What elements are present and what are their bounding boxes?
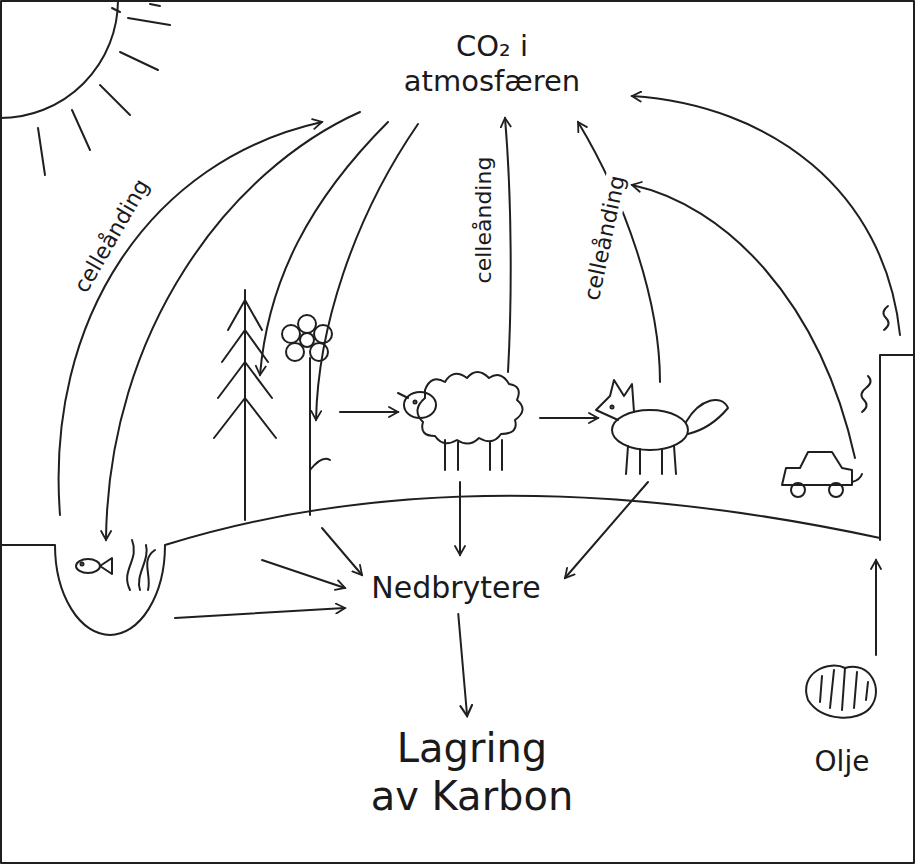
flower-symbol-stroke <box>298 315 316 333</box>
flower-symbol-stroke <box>310 459 330 470</box>
node-text: Lagring av Karbon <box>367 724 577 820</box>
oil-symbol-stroke <box>806 666 876 718</box>
flow-arrow-stroke <box>578 122 660 382</box>
flow-arrow-stroke <box>875 560 877 655</box>
flow-arrow-stroke <box>260 122 388 375</box>
process-label: celleånding <box>472 154 496 287</box>
fox-symbol-stroke <box>626 446 628 474</box>
flow-connector <box>458 614 467 716</box>
sun-symbol-stroke <box>72 110 90 150</box>
flow-arrow-stroke <box>316 124 418 420</box>
tree-symbol-stroke <box>218 362 272 398</box>
process-label: celleånding <box>68 172 155 299</box>
decomposer-node: Nedbrytere <box>363 566 548 610</box>
sun-symbol-stroke <box>120 52 158 70</box>
seaweed-symbol-stroke <box>147 550 155 590</box>
sheep-symbol-stroke <box>417 372 522 444</box>
sheep-symbol <box>398 372 523 470</box>
tree-symbol <box>214 290 276 520</box>
car-symbol-stroke <box>791 483 805 497</box>
car-symbol-stroke <box>782 452 852 485</box>
fox-symbol-stroke <box>612 410 688 450</box>
fox-symbol-stroke <box>661 449 663 474</box>
sun-symbol-stroke <box>150 4 160 6</box>
car-symbol <box>782 452 862 497</box>
fish-symbol-stroke <box>100 558 112 574</box>
flow-arrow-stroke <box>340 411 398 413</box>
flow-arrow-stroke <box>565 482 648 578</box>
flow-arrow-stroke <box>59 122 322 515</box>
factory-symbol-stroke <box>880 355 915 540</box>
flower-symbol-stroke <box>282 325 300 343</box>
sheep-symbol-stroke <box>457 442 459 470</box>
oil-symbol-stroke <box>820 668 868 710</box>
oil-node: Olje <box>807 741 878 783</box>
factory-symbol <box>861 306 915 540</box>
flow-arrow-stroke <box>106 112 360 540</box>
sun-symbol-stroke <box>100 85 130 115</box>
flower-symbol-stroke <box>286 343 304 361</box>
flow-arrow-stroke <box>632 185 855 458</box>
fox-symbol-stroke <box>596 380 634 420</box>
sun-symbol <box>0 0 170 175</box>
seaweed-symbol-stroke <box>127 540 134 590</box>
flower-symbol-stroke <box>314 325 332 343</box>
fish-symbol <box>76 558 112 574</box>
tree-symbol-stroke <box>228 300 262 330</box>
flower-symbol-stroke <box>300 333 314 347</box>
sheep-symbol-stroke <box>444 440 446 470</box>
fox-symbol <box>596 380 728 474</box>
process-label: celleånding <box>579 171 630 306</box>
flow-arrow-stroke <box>175 608 345 618</box>
flow-arrow-stroke <box>459 482 461 555</box>
seaweed-symbol-stroke <box>139 545 147 590</box>
ground-line <box>0 496 880 635</box>
node-text: Olje <box>815 745 870 779</box>
flow-arrow-stroke <box>322 528 362 575</box>
fish-symbol-stroke <box>76 559 100 573</box>
sheep-symbol-stroke <box>501 440 503 470</box>
fox-symbol-stroke <box>686 400 728 434</box>
car-symbol-stroke <box>829 483 843 497</box>
flow-arrow-stroke <box>505 118 511 372</box>
atmosphere-node: CO₂ i atmosfæren <box>389 25 595 103</box>
fish-symbol-stroke <box>81 563 84 566</box>
car-symbol-stroke <box>852 474 862 482</box>
flow-arrow-stroke <box>632 96 900 335</box>
sun-symbol-stroke <box>38 128 45 175</box>
flow-arrow <box>59 96 900 655</box>
sun-symbol-stroke <box>128 18 170 25</box>
factory-symbol-stroke <box>861 376 870 412</box>
flow-arrow-stroke <box>540 417 598 419</box>
ground-line-stroke <box>0 496 880 635</box>
sun-symbol-stroke <box>112 8 120 12</box>
fox-symbol-stroke <box>611 406 614 409</box>
sheep-symbol-stroke <box>404 392 436 418</box>
flow-arrow-stroke <box>262 560 345 588</box>
oil-symbol <box>806 666 876 718</box>
flower-symbol-stroke <box>310 343 328 361</box>
node-text: Nedbrytere <box>371 570 540 606</box>
tree-symbol-stroke <box>244 290 246 520</box>
node-text: CO₂ i atmosfæren <box>397 29 587 99</box>
fox-symbol-stroke <box>674 446 676 474</box>
storage-node: Lagring av Karbon <box>359 720 585 824</box>
tree-symbol-stroke <box>214 398 276 438</box>
sheep-symbol-stroke <box>398 393 408 398</box>
sun-symbol-stroke <box>0 0 118 118</box>
sheep-symbol-stroke <box>489 442 491 470</box>
seaweed-symbol <box>127 540 155 590</box>
fox-symbol-stroke <box>639 449 641 474</box>
flower-symbol-stroke <box>309 358 311 515</box>
factory-symbol-stroke <box>883 306 888 330</box>
sheep-symbol-stroke <box>414 401 417 404</box>
